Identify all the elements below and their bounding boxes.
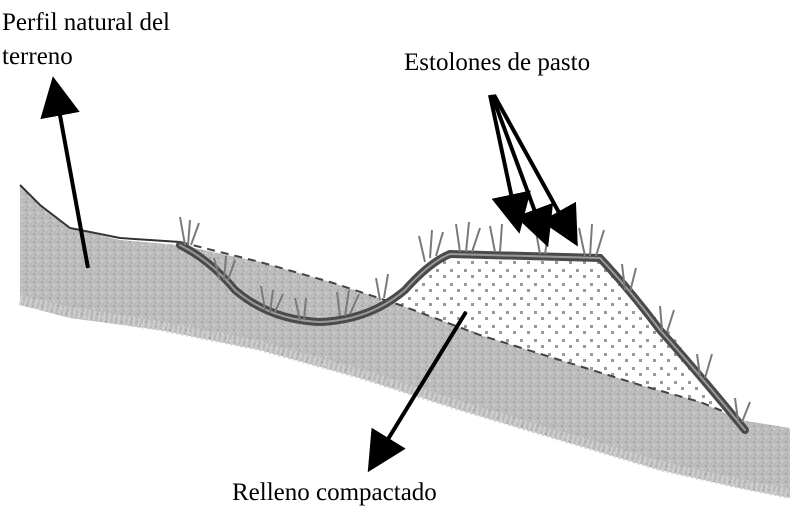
soil-lower-edge bbox=[18, 295, 791, 499]
arrow-stolon-3 bbox=[492, 94, 578, 247]
label-natural-terrain-line-2: terreno bbox=[2, 43, 73, 70]
label-natural-terrain-profile: Perfil natural del terreno bbox=[2, 6, 170, 74]
natural-terrain-dashed-line bbox=[179, 241, 741, 419]
arrow-stolon-2 bbox=[490, 94, 554, 248]
grass-tuft-icon bbox=[294, 297, 307, 321]
grass-tuft-icon bbox=[336, 289, 360, 317]
grass-tuft-icon bbox=[578, 223, 605, 257]
grass-tuft-icon bbox=[179, 216, 200, 246]
label-natural-terrain-line-1: Perfil natural del bbox=[2, 9, 170, 36]
grass-tuft-icon bbox=[418, 229, 444, 263]
label-compacted-fill: Relleno compactado bbox=[232, 479, 437, 506]
compacted-fill-area bbox=[398, 258, 740, 420]
natural-terrain-profile-line bbox=[19, 184, 181, 243]
label-grass-stolons: Estolones de pasto bbox=[404, 49, 591, 76]
grass-tuft-icon bbox=[213, 255, 236, 281]
grass-tuft-icon bbox=[260, 285, 284, 313]
grass-tuft-icon bbox=[621, 263, 637, 293]
grass-tuft-icon bbox=[455, 221, 481, 253]
arrow-stolon-1 bbox=[488, 94, 531, 234]
arrow-natural-profile bbox=[40, 76, 90, 269]
grass-tuft-icon bbox=[375, 273, 389, 301]
grass-tuft-icon bbox=[734, 397, 751, 423]
grass-tuft-icon bbox=[696, 353, 713, 379]
arrow-compacted-fill bbox=[367, 310, 468, 473]
grass-tuft-icon bbox=[659, 305, 675, 333]
grass-stolon-band-highlight bbox=[179, 244, 746, 431]
grass-tufts bbox=[179, 216, 751, 423]
grass-tuft-icon bbox=[489, 223, 503, 253]
